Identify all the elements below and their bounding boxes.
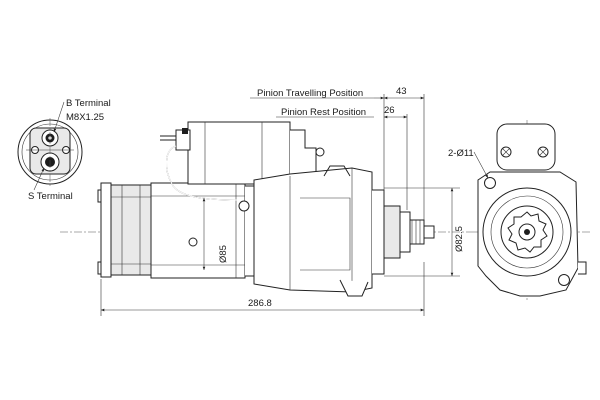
b-terminal-thread-label: M8X1.25 bbox=[66, 112, 104, 123]
b-terminal-label: B Terminal bbox=[66, 98, 111, 109]
dim-85-label: Ø85 bbox=[218, 245, 229, 263]
dim-2x11-leader bbox=[473, 151, 489, 179]
dim-286-8-label: 286.8 bbox=[248, 298, 272, 309]
dim-43-label: 43 bbox=[396, 86, 407, 97]
dim-26-label: 26 bbox=[384, 105, 395, 116]
dim-2x11-label: 2-Ø11 bbox=[448, 148, 474, 159]
dim-82-5-label: Ø82.5 bbox=[454, 226, 465, 252]
pinion-rest-label: Pinion Rest Position bbox=[281, 107, 366, 118]
b-terminal-leader bbox=[53, 101, 65, 133]
pinion-travelling-label: Pinion Travelling Position bbox=[257, 88, 363, 99]
starter-side-view bbox=[60, 121, 470, 297]
s-terminal-label: S Terminal bbox=[28, 191, 73, 202]
front-end-view bbox=[470, 120, 592, 300]
terminal-end-view bbox=[17, 118, 83, 188]
s-terminal-leader bbox=[33, 167, 45, 191]
